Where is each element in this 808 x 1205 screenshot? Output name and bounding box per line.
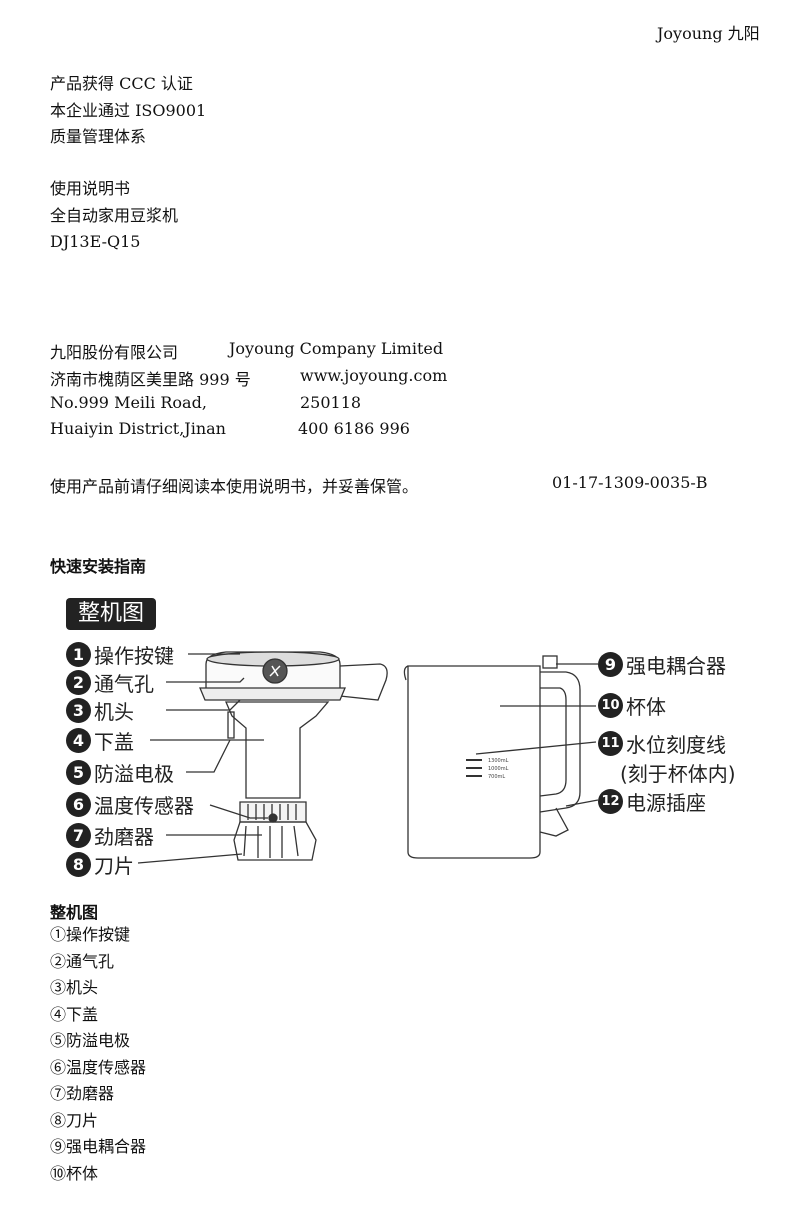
brand-header: Joyoung 九阳 bbox=[657, 24, 760, 43]
callout-number: 3 bbox=[66, 697, 91, 723]
grinder-body bbox=[233, 821, 317, 861]
diagram-title: 整机图 bbox=[66, 598, 156, 630]
label-text: 劲磨器 bbox=[94, 824, 154, 849]
list-item: ⑨强电耦合器 bbox=[50, 1137, 147, 1156]
label-text: 电源插座 bbox=[626, 790, 706, 815]
label-overflow-electrode: 5 防溢电极 bbox=[66, 759, 174, 786]
label-text: 防溢电极 bbox=[94, 761, 174, 786]
document-code: 01-17-1309-0035-B bbox=[552, 473, 708, 492]
callout-number: 5 bbox=[66, 759, 91, 785]
callout-number: 8 bbox=[66, 851, 91, 877]
model-number: DJ13E-Q15 bbox=[50, 232, 141, 251]
label-lower-cover: 4 下盖 bbox=[66, 727, 134, 754]
company-address-en-2: Huaiyin District,Jinan bbox=[50, 419, 226, 438]
company-postcode: 250118 bbox=[300, 393, 362, 412]
label-water-scale-note: (刻于杯体内) bbox=[620, 762, 736, 786]
list-item: ⑩杯体 bbox=[50, 1163, 99, 1183]
list-item: ①操作按键 bbox=[50, 925, 131, 944]
company-name-en: Joyoung Company Limited bbox=[229, 339, 444, 358]
label-text: 杯体 bbox=[626, 694, 666, 719]
label-power-coupler: 9 强电耦合器 bbox=[598, 651, 726, 678]
company-phone: 400 6186 996 bbox=[298, 419, 410, 438]
certifications: 产品获得 CCC 认证 本企业通过 ISO9001 质量管理体系 bbox=[50, 71, 206, 151]
callout-number: 7 bbox=[66, 822, 91, 848]
callout-number: 9 bbox=[598, 651, 623, 677]
label-text: 下盖 bbox=[94, 729, 134, 754]
label-grinder: 7 劲磨器 bbox=[66, 822, 154, 849]
read-notice: 使用产品前请仔细阅读本使用说明书，并妥善保管。 bbox=[50, 477, 419, 496]
label-motor-head: 3 机头 bbox=[66, 697, 134, 724]
parts-list-title: 整机图 bbox=[50, 903, 99, 922]
company-address-cn: 济南市槐荫区美里路 999 号 bbox=[50, 370, 251, 389]
list-item: ⑦劲磨器 bbox=[50, 1084, 115, 1103]
head-spout bbox=[339, 663, 388, 701]
label-blade: 8 刀片 bbox=[66, 851, 134, 878]
company-address-en-1: No.999 Meili Road, bbox=[50, 393, 207, 412]
lower-cover bbox=[225, 701, 330, 799]
label-text: 水位刻度线 bbox=[626, 732, 726, 757]
label-vent-hole: 2 通气孔 bbox=[66, 669, 154, 696]
list-item: ⑤防溢电极 bbox=[50, 1031, 131, 1050]
label-text: 强电耦合器 bbox=[626, 653, 726, 678]
list-item: ④下盖 bbox=[50, 1004, 99, 1024]
list-item: ⑥温度传感器 bbox=[50, 1057, 147, 1077]
jug-body bbox=[407, 665, 541, 859]
company-website[interactable]: www.joyoung.com bbox=[300, 366, 448, 385]
list-item: ⑧刀片 bbox=[50, 1110, 99, 1130]
label-water-scale: 11 水位刻度线 bbox=[598, 730, 726, 757]
power-coupler bbox=[542, 655, 558, 669]
callout-number: 6 bbox=[66, 791, 91, 817]
appliance-drawing: 1300mL 1000mL 700mL bbox=[137, 651, 599, 864]
product-name: 全自动家用豆浆机 bbox=[50, 205, 179, 225]
label-text: 通气孔 bbox=[94, 671, 154, 696]
callout-number: 4 bbox=[66, 727, 91, 753]
company-name-cn: 九阳股份有限公司 bbox=[50, 343, 179, 362]
label-operation-buttons: 1 操作按键 bbox=[66, 641, 174, 668]
callout-number: 1 bbox=[66, 641, 91, 667]
callout-number: 2 bbox=[66, 669, 91, 695]
manual-title: 使用说明书 bbox=[50, 179, 131, 198]
label-power-socket: 12 电源插座 bbox=[598, 788, 706, 815]
callout-number: 10 bbox=[598, 692, 623, 718]
scale-mark-700: 700mL bbox=[488, 774, 505, 780]
label-text: 刀片 bbox=[94, 853, 134, 878]
jug-handle bbox=[539, 671, 581, 813]
parts-list: ①操作按键 ②通气孔 ③机头 ④下盖 ⑤防溢电极 ⑥温度传感器 ⑦劲磨器 ⑧刀片… bbox=[50, 922, 146, 1187]
label-text: 机头 bbox=[94, 699, 134, 724]
quick-guide-title: 快速安装指南 bbox=[50, 557, 147, 576]
manual-title-block: 使用说明书 全自动家用豆浆机 DJ13E-Q15 bbox=[50, 176, 178, 256]
scale-mark-1300: 1300mL bbox=[488, 758, 509, 764]
list-item: ③机头 bbox=[50, 978, 99, 997]
list-item: ②通气孔 bbox=[50, 951, 115, 971]
label-text: 温度传感器 bbox=[94, 793, 194, 818]
cert-line: 产品获得 CCC 认证 bbox=[50, 74, 193, 93]
label-text: 操作按键 bbox=[94, 643, 174, 668]
label-jug-body: 10 杯体 bbox=[598, 692, 666, 719]
scale-mark-1000: 1000mL bbox=[488, 766, 509, 772]
cert-line: 质量管理体系 bbox=[50, 127, 147, 146]
cert-line: 本企业通过 ISO9001 bbox=[50, 100, 207, 120]
callout-number: 11 bbox=[598, 730, 623, 756]
label-temperature-sensor: 6 温度传感器 bbox=[66, 791, 194, 818]
callout-number: 12 bbox=[598, 788, 623, 814]
